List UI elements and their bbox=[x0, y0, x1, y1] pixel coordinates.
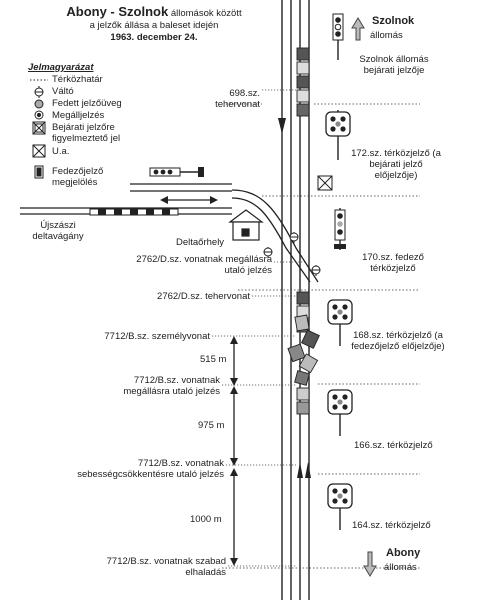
legend-item-label: Megálljelzés bbox=[52, 110, 105, 121]
legend-covered-lens-icon bbox=[34, 99, 44, 109]
legend-item-label: Bejárati jelzőre figyelmeztető jel bbox=[52, 122, 121, 144]
distance-975-label: 975 m bbox=[198, 420, 225, 431]
train-698 bbox=[296, 47, 310, 117]
ujszaszi-label: Újszászi deltavágány bbox=[32, 220, 84, 242]
signal-168-icon bbox=[327, 299, 353, 346]
title-line3: 1963. december 24. bbox=[110, 32, 198, 43]
warning-board-icon bbox=[317, 175, 333, 191]
signal-166-icon bbox=[327, 389, 353, 436]
szolnok-entry-signal-icon bbox=[332, 13, 344, 60]
deltaorhely-label: Deltaőrhely bbox=[176, 237, 225, 248]
legend-heading: Jelmagyarázat bbox=[28, 62, 94, 73]
sign-7712-speed-label: 7712/B.sz. vonatnak sebességcsökkentésre… bbox=[77, 458, 224, 480]
signal-172-icon bbox=[325, 110, 351, 160]
deltaorhely-house-icon bbox=[228, 209, 264, 241]
switch-icon bbox=[263, 232, 321, 276]
legend-cover-signal-icon bbox=[34, 165, 44, 179]
station-szolnok-name: Szolnok bbox=[372, 15, 415, 27]
train-2762-label: 2762/D.sz. tehervonat bbox=[157, 291, 250, 302]
legend-item-label: Fedett jelzőüveg bbox=[52, 98, 122, 109]
train-698-label: 698.sz. tehervonat bbox=[215, 88, 260, 110]
legend-item-label: Térközhatár bbox=[52, 74, 103, 85]
left-barrier-signal-top bbox=[149, 167, 204, 177]
sign-7712-free-label: 7712/B.sz. vonatnak szabad elhaladás bbox=[106, 556, 226, 578]
legend-item-label: Fedezőjelző megjelölés bbox=[52, 166, 104, 188]
signal-172-label: 172.sz. térközjelző (a bejárati jelző el… bbox=[351, 148, 441, 181]
station-abony-name: Abony bbox=[386, 547, 421, 559]
legend-warning-board-icon bbox=[32, 121, 46, 135]
szolnok-entry-signal-label: Szolnok állomás bejárati jelzője bbox=[359, 54, 429, 76]
title-bold: Abony - Szolnok bbox=[66, 4, 169, 19]
signal-164-label: 164.sz. térközjelző bbox=[352, 520, 431, 531]
legend-symbols bbox=[30, 79, 48, 179]
abony-arrow-icon bbox=[363, 551, 377, 577]
double-arrow bbox=[160, 196, 218, 204]
title-rest: állomások között bbox=[170, 8, 242, 19]
signal-170-icon bbox=[334, 208, 346, 250]
legend-stop-signal-icon bbox=[34, 110, 44, 120]
station-abony-sub: állomás bbox=[384, 562, 417, 573]
legend-switch-icon bbox=[34, 86, 44, 98]
delta-track bbox=[231, 189, 319, 283]
title-line2: a jelzők állása a baleset idején bbox=[89, 20, 219, 31]
signal-170-label: 170.sz. fedező térközjelző bbox=[362, 252, 424, 274]
distance-1000-label: 1000 m bbox=[190, 514, 222, 525]
legend-warning-board-alt-icon bbox=[32, 144, 46, 158]
train-7712 bbox=[287, 314, 320, 415]
signal-168-label: 168.sz. térközjelző (a fedezőjelző elője… bbox=[351, 330, 445, 352]
szolnok-arrow-icon bbox=[351, 17, 365, 41]
legend-item-label: Váltó bbox=[52, 86, 74, 97]
sign-2762-label: 2762/D.sz. vonatnak megállásra utaló jel… bbox=[136, 254, 272, 276]
station-szolnok-sub: állomás bbox=[370, 30, 403, 41]
left-barrier-signal-bottom bbox=[89, 208, 179, 216]
distance-arrows bbox=[230, 336, 238, 566]
signal-166-label: 166.sz. térközjelző bbox=[354, 440, 433, 451]
block-boundaries bbox=[222, 103, 420, 569]
legend-item-label: U.a. bbox=[52, 146, 70, 157]
train-7712-label: 7712/B.sz. személyvonat bbox=[104, 331, 210, 342]
distance-515-label: 515 m bbox=[200, 354, 227, 365]
title-line1: Abony - Szolnok állomások között bbox=[40, 4, 268, 19]
sign-7712-stop-label: 7712/B.sz. vonatnak megállásra utaló jel… bbox=[123, 375, 220, 397]
direction-arrows bbox=[278, 118, 311, 478]
signal-164-icon bbox=[327, 483, 353, 530]
